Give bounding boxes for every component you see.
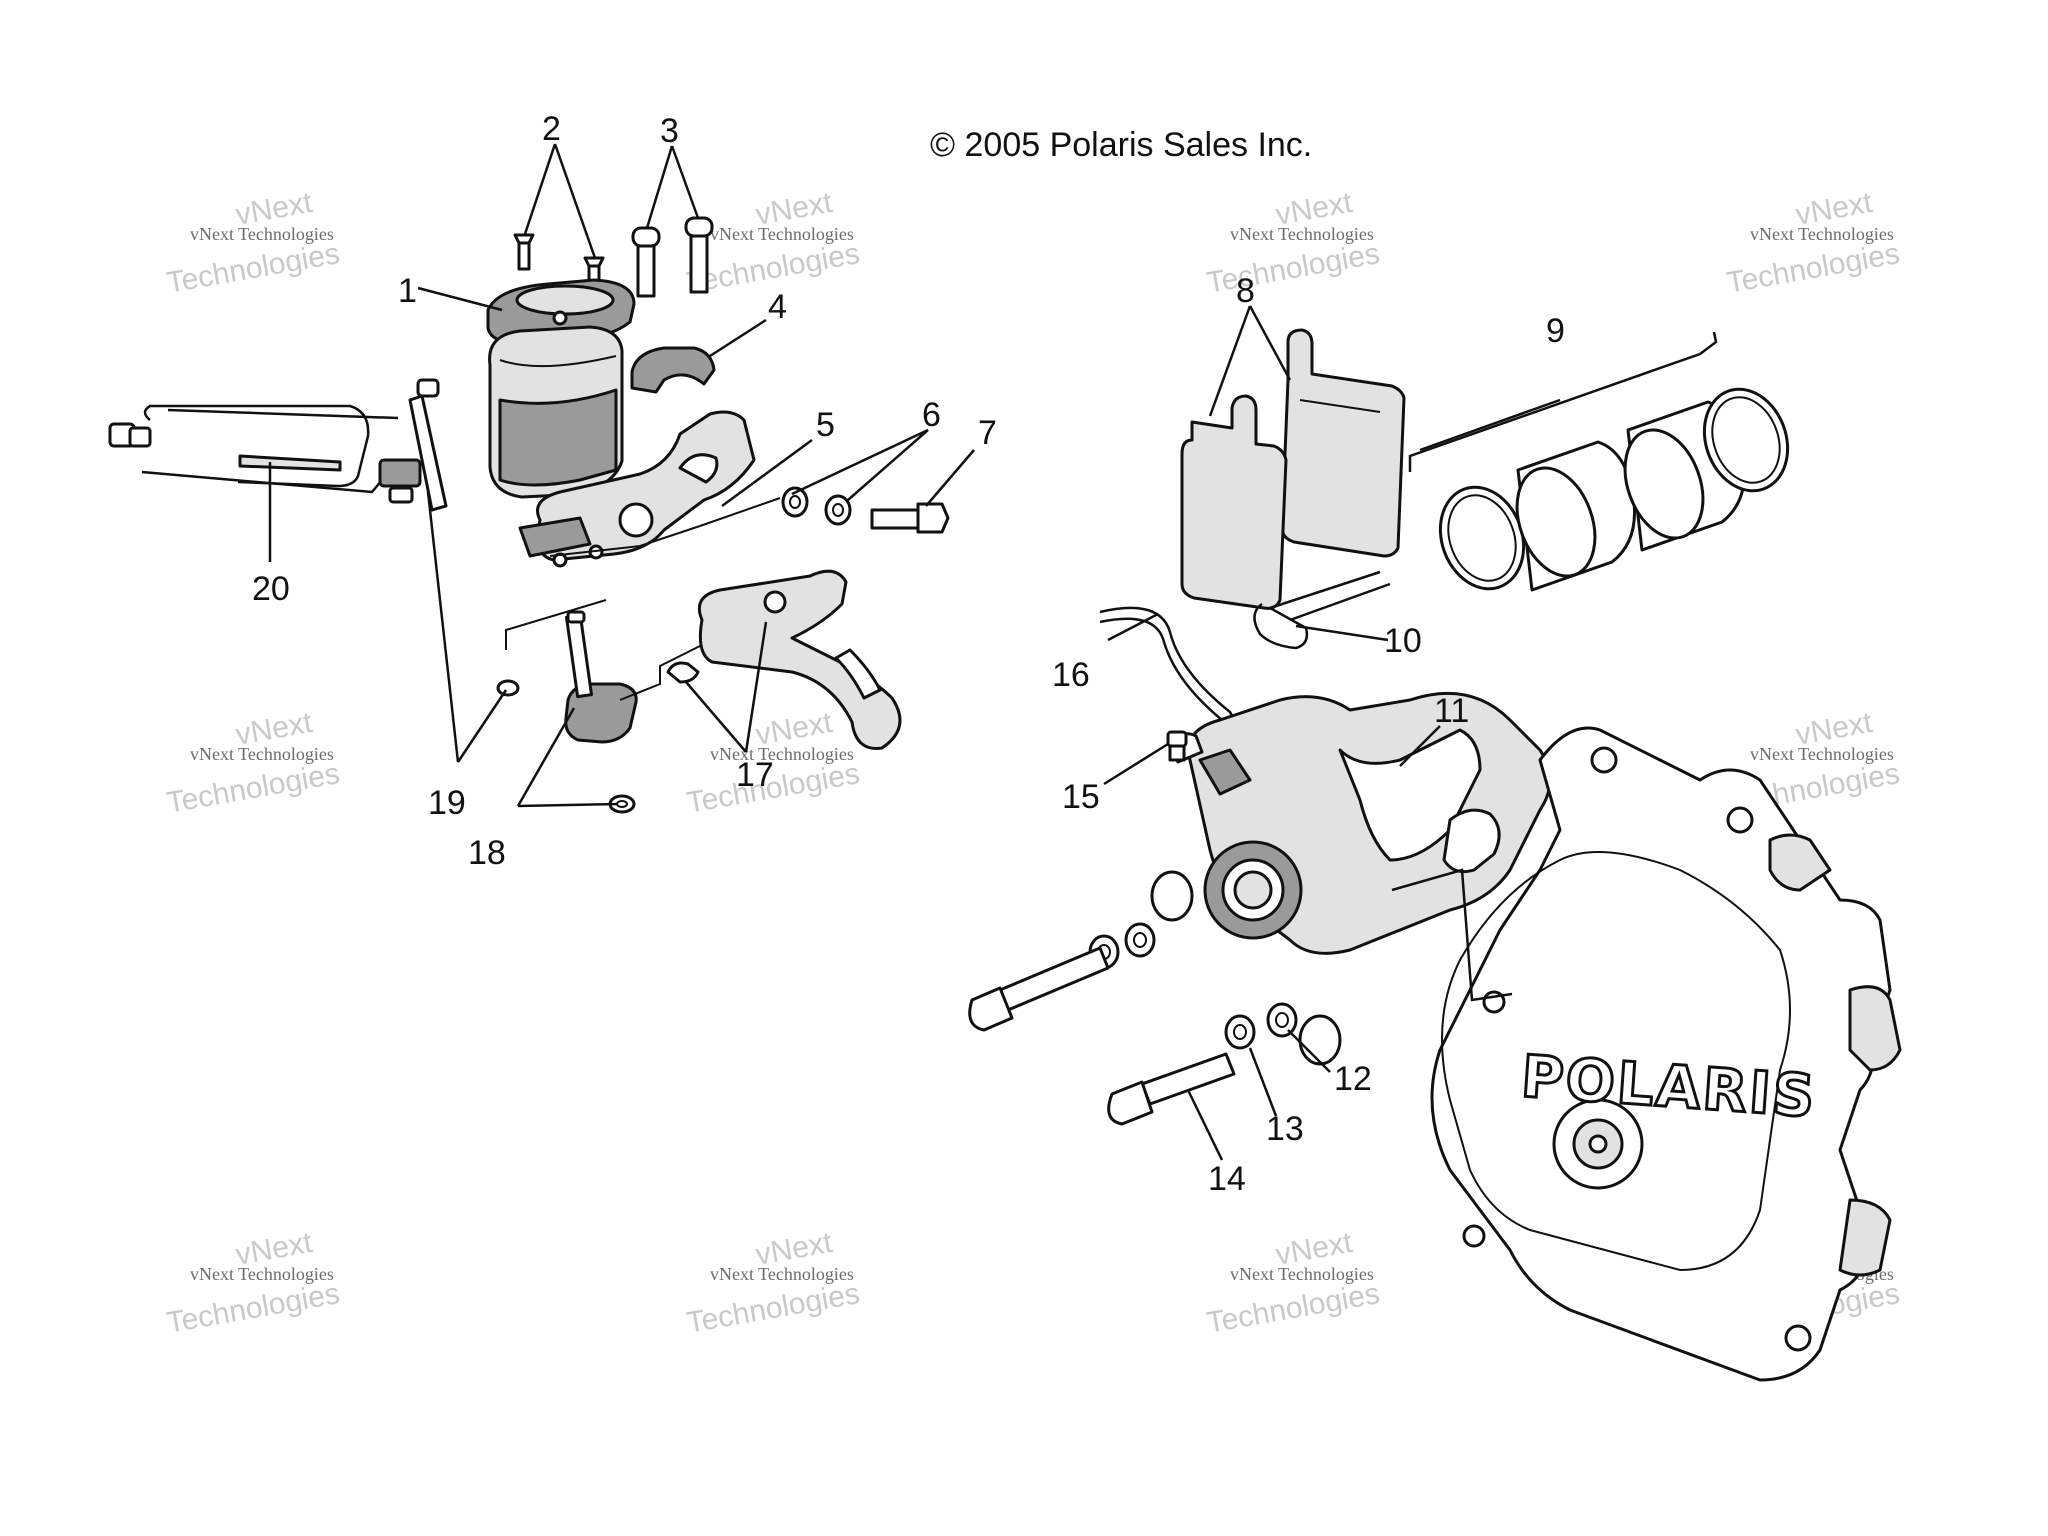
svg-text:vNext Technologies: vNext Technologies [190, 224, 334, 244]
svg-text:Technologies: Technologies [684, 1277, 862, 1340]
retaining-clip [496, 679, 520, 697]
watermark: vNext vNext Technologies Technologies [1724, 186, 1902, 300]
chaincase-cover: POLARIS [1391, 726, 1902, 1382]
pivot-bushing [564, 610, 701, 744]
washer [1124, 922, 1156, 958]
washer [824, 494, 852, 526]
callout-13: 13 [1266, 1110, 1304, 1148]
svg-text:vNext Technologies: vNext Technologies [710, 224, 854, 244]
callout-19: 19 [428, 784, 466, 822]
svg-text:Technologies: Technologies [1724, 237, 1902, 300]
caliper-hardware [968, 922, 1298, 1126]
callout-8: 8 [1236, 272, 1255, 310]
watermark: vNext vNext Technologies Technologies [684, 186, 862, 300]
callout-6: 6 [922, 396, 941, 434]
callout-3: 3 [660, 112, 679, 150]
callout-11: 11 [1434, 692, 1469, 730]
lever-spring [666, 661, 700, 684]
piston-seal [1438, 485, 1526, 591]
callout-15: 15 [1062, 778, 1100, 816]
callout-10: 10 [1384, 622, 1422, 660]
svg-text:Technologies: Technologies [164, 237, 342, 300]
svg-text:Technologies: Technologies [1204, 1277, 1382, 1340]
pivot-pin [408, 378, 448, 512]
watermark: vNext vNext Technologies Technologies [164, 186, 342, 300]
pad-retainer-clip [1253, 570, 1391, 650]
piston-kit [1408, 331, 1790, 592]
caliper-bolt [968, 946, 1110, 1032]
svg-text:vNext Technologies: vNext Technologies [190, 1264, 334, 1284]
watermark: vNext vNext Technologies Technologies [1204, 1226, 1382, 1340]
watermark: vNext vNext Technologies Technologies [1204, 186, 1382, 300]
svg-text:vNext Technologies: vNext Technologies [1230, 224, 1374, 244]
brake-pads [1180, 328, 1406, 610]
callout-12: 12 [1334, 1060, 1372, 1098]
svg-text:Technologies: Technologies [1204, 237, 1382, 300]
svg-text:Technologies: Technologies [164, 757, 342, 820]
svg-text:vNext Technologies: vNext Technologies [1230, 1264, 1374, 1284]
callout-5: 5 [816, 406, 835, 444]
callout-2: 2 [542, 110, 561, 148]
reservoir-body [488, 325, 624, 499]
svg-text:vNext Technologies: vNext Technologies [190, 744, 334, 764]
callout-1: 1 [398, 272, 417, 310]
clamp-bolt [631, 226, 661, 298]
callout-7: 7 [978, 414, 997, 452]
clamp-half [630, 346, 716, 394]
svg-text:vNext Technologies: vNext Technologies [710, 1264, 854, 1284]
washer [1266, 1002, 1298, 1038]
watermark: vNext vNext Technologies Technologies [684, 1226, 862, 1340]
piston-seal [1702, 387, 1790, 493]
callout-18: 18 [468, 834, 506, 872]
brake-pad [1280, 328, 1406, 558]
master-cylinder-body [518, 410, 756, 568]
svg-text:Technologies: Technologies [164, 1277, 342, 1340]
svg-text:vNext Technologies: vNext Technologies [1750, 224, 1894, 244]
leader-lines-right [1103, 305, 1441, 1161]
callout-9: 9 [1546, 312, 1565, 350]
callout-labels: 1 2 3 4 5 6 7 8 9 10 11 12 13 14 15 16 1… [252, 110, 1565, 1198]
callout-16: 16 [1052, 656, 1090, 694]
caliper-bolt [1107, 1052, 1236, 1126]
watermark: vNext vNext Technologies Technologies [164, 706, 342, 820]
piston [1515, 440, 1637, 592]
callout-17: 17 [736, 756, 774, 794]
washer [781, 486, 809, 518]
brake-switch-harness [108, 404, 422, 504]
master-cylinder-assembly [108, 216, 950, 814]
washer [1224, 1014, 1256, 1050]
callout-4: 4 [768, 288, 787, 326]
copyright-text: © 2005 Polaris Sales Inc. [930, 126, 1312, 164]
clamp-bolt [684, 216, 714, 294]
callout-20: 20 [252, 570, 290, 608]
brake-lever [697, 569, 902, 750]
svg-text:vNext Technologies: vNext Technologies [1750, 744, 1894, 764]
leader-lines-left [268, 143, 975, 808]
brake-caliper [1099, 606, 1552, 1066]
cover-screw [513, 233, 535, 271]
bleeder-screw [1166, 730, 1188, 762]
brake-pad [1180, 394, 1288, 610]
callout-14: 14 [1208, 1160, 1246, 1198]
lever-bolt [870, 502, 950, 534]
watermark: vNext vNext Technologies Technologies [164, 1226, 342, 1340]
